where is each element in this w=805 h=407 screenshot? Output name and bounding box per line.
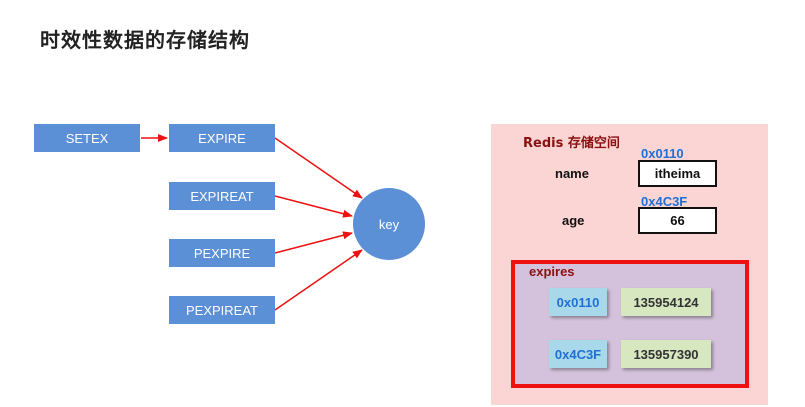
page-title: 时效性数据的存储结构 <box>40 28 250 52</box>
age-value-box: 66 <box>638 207 717 234</box>
age-address: 0x4C3F <box>641 194 688 209</box>
expires-time-0x0110: 135954124 <box>621 288 711 316</box>
arrow-pexpireat-to-key <box>274 249 363 311</box>
name-address: 0x0110 <box>641 146 684 161</box>
pexpireat-box: PEXPIREAT <box>169 296 275 324</box>
expires-container <box>511 260 749 388</box>
expire-box: EXPIRE <box>169 124 275 152</box>
arrow-expireat-to-key <box>274 195 353 218</box>
age-label: age <box>562 213 585 228</box>
redis-storage-title: Redis 存储空间 <box>523 136 620 151</box>
expires-address-0x4c3f: 0x4C3F <box>549 340 607 368</box>
arrow-pexpire-to-key <box>274 231 353 254</box>
name-value-box: itheima <box>638 160 717 187</box>
pexpire-box: PEXPIRE <box>169 239 275 267</box>
expires-label: expires <box>529 264 575 279</box>
name-label: name <box>555 166 589 181</box>
arrow-expire-to-key <box>274 137 363 199</box>
setex-box: SETEX <box>34 124 140 152</box>
expires-address-0x0110: 0x0110 <box>549 288 607 316</box>
key-node: key <box>353 188 425 260</box>
expires-time-0x4c3f: 135957390 <box>621 340 711 368</box>
expireat-box: EXPIREAT <box>169 182 275 210</box>
